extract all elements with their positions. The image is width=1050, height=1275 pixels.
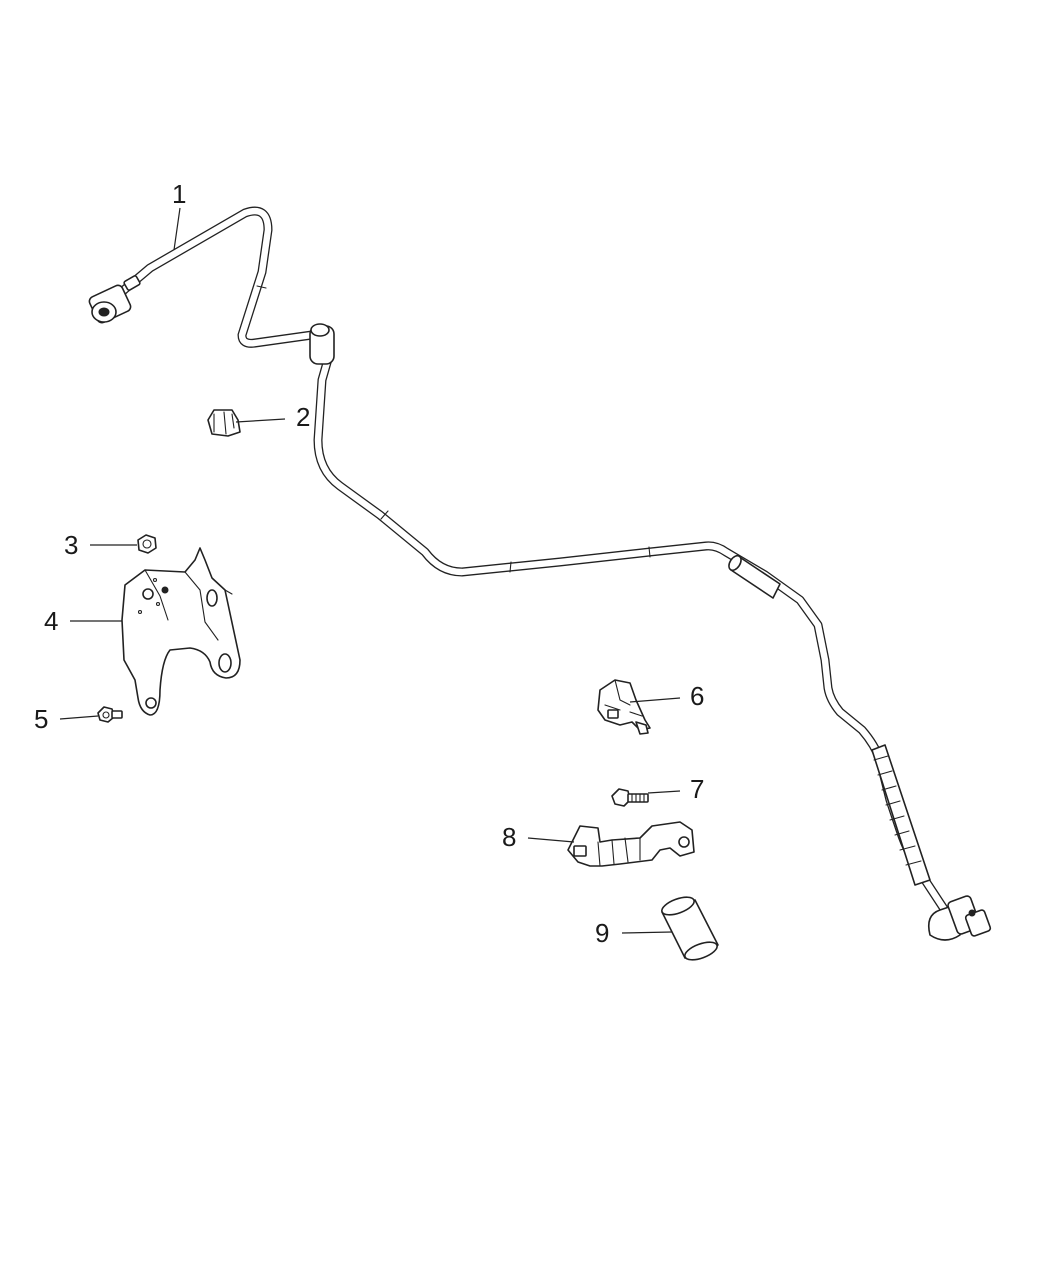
- tube-sleeve: [728, 554, 781, 599]
- leader-5: [59, 715, 99, 720]
- callout-8: 8: [502, 822, 516, 852]
- callout-9: 9: [595, 918, 609, 948]
- callout-5: 5: [34, 704, 48, 734]
- callout-7: 7: [690, 774, 704, 804]
- bolt-7: [611, 788, 649, 807]
- tube-right-connector: [927, 895, 992, 941]
- bolt-5: [97, 706, 123, 723]
- callout-3: 3: [64, 530, 78, 560]
- leader-lines: [59, 207, 681, 934]
- tube-corrugated-section: [871, 744, 931, 886]
- leader-1: [173, 207, 181, 251]
- clip-2: [207, 409, 241, 437]
- tube-left-connector: [88, 275, 141, 324]
- bracket-8: [567, 821, 695, 867]
- leader-6: [629, 697, 681, 703]
- nut-3: [137, 534, 157, 554]
- leader-9: [621, 931, 673, 934]
- callout-4: 4: [44, 606, 58, 636]
- bracket-4: [121, 547, 241, 716]
- callout-6: 6: [690, 681, 704, 711]
- vapor-tube: [88, 206, 992, 941]
- callout-2: 2: [296, 402, 310, 432]
- sleeve-9: [661, 896, 719, 961]
- clip-6: [597, 679, 651, 735]
- tube-bands: [256, 285, 651, 573]
- leader-7: [647, 790, 681, 794]
- leader-8: [527, 837, 575, 843]
- tube-elbow: [309, 323, 335, 365]
- callout-1: 1: [172, 179, 186, 209]
- callout-labels: 1 2 3 4 5 6 7 8 9: [34, 179, 704, 948]
- leader-2: [235, 418, 286, 423]
